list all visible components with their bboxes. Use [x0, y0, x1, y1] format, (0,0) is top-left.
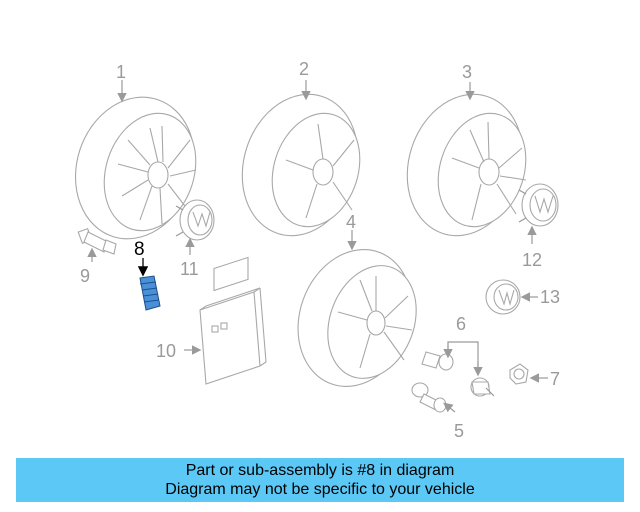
- label-5: 5: [454, 421, 464, 441]
- label-10: 10: [156, 341, 176, 361]
- nut-7: [509, 363, 529, 385]
- label-11: 11: [180, 259, 199, 279]
- label-12: 12: [522, 250, 542, 270]
- label-13: 13: [540, 287, 560, 307]
- bolt-6b: [470, 377, 495, 397]
- caption-line-1: Part or sub-assembly is #8 in diagram: [185, 462, 455, 479]
- label-9: 9: [80, 266, 90, 286]
- bolt-5: [411, 382, 447, 413]
- wheel-4: [297, 249, 417, 387]
- label-1: 1: [116, 62, 126, 82]
- label-3: 3: [462, 62, 472, 82]
- label-8: 8: [134, 239, 145, 260]
- cap-13: [485, 279, 521, 315]
- tpms-sensor-8: [139, 275, 161, 311]
- label-2: 2: [299, 59, 309, 79]
- module-10: [199, 256, 267, 385]
- center-cap-11: [175, 199, 215, 241]
- label-4: 4: [346, 212, 356, 232]
- caption-line-2: Diagram may not be specific to your vehi…: [165, 481, 475, 498]
- parts-diagram: 1 2 3 4 11 12: [74, 59, 560, 441]
- wheel-2: [241, 93, 361, 237]
- bolt-6a: [421, 351, 454, 371]
- center-cap-12: [518, 183, 559, 227]
- info-caption-banner: Part or sub-assembly is #8 in diagram Di…: [16, 458, 624, 502]
- wheel-1: [74, 96, 197, 240]
- label-6: 6: [456, 314, 466, 334]
- wheel-3: [406, 93, 527, 237]
- valve-stem-9: [77, 227, 117, 255]
- label-7: 7: [550, 369, 560, 389]
